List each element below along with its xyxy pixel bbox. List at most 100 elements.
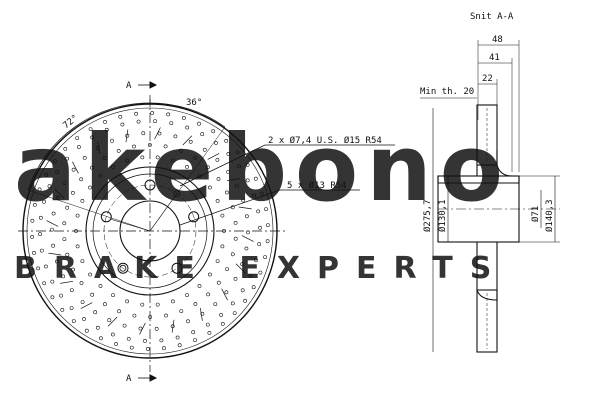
drill-hole — [157, 131, 162, 136]
drill-hole — [185, 293, 189, 298]
drill-hole — [75, 213, 80, 218]
drill-hole — [211, 129, 216, 134]
dim-275-label: Ø275,7 — [422, 199, 433, 232]
cooling-slot — [171, 319, 175, 333]
drill-hole — [256, 209, 261, 214]
drill-hole — [161, 346, 166, 351]
bolt-hole — [100, 211, 112, 223]
bolt-hole — [144, 179, 156, 191]
small-hole-upper — [173, 190, 181, 198]
drill-hole — [207, 185, 212, 190]
angle-36-arc — [149, 102, 226, 128]
drill-hole — [84, 328, 89, 333]
drill-hole — [36, 266, 41, 271]
drill-hole — [246, 230, 250, 235]
drill-hole — [122, 323, 127, 328]
drill-hole — [90, 135, 95, 140]
drill-hole — [230, 252, 235, 257]
drill-hole — [50, 295, 55, 300]
drill-hole — [114, 342, 119, 346]
drill-hole — [225, 267, 230, 272]
drill-hole — [147, 143, 152, 147]
drill-hole — [111, 164, 115, 169]
drill-hole — [243, 298, 248, 303]
drill-hole — [233, 276, 238, 281]
cooling-slot — [60, 280, 74, 284]
drill-hole — [63, 146, 68, 151]
drill-hole — [216, 280, 221, 285]
drill-hole — [202, 147, 207, 152]
bolt-hole — [188, 211, 200, 223]
drill-hole — [79, 281, 84, 285]
drill-hole — [62, 221, 67, 226]
cooling-slot — [207, 153, 220, 160]
section-view: Snit A-A 48 41 22 Min th. 20 Ø275,7 Ø130… — [420, 12, 560, 353]
drill-hole — [42, 281, 47, 286]
drill-hole — [74, 229, 78, 233]
drill-hole — [265, 239, 270, 244]
drill-hole — [51, 211, 56, 216]
dim-41-label: 41 — [489, 53, 500, 63]
drill-hole — [159, 338, 164, 343]
cooling-slot — [241, 235, 254, 242]
drill-hole — [244, 214, 249, 219]
hat-outer-edge — [85, 166, 215, 296]
watermark-tagline: BRAKE EXPERTS — [14, 251, 508, 286]
drill-hole — [245, 162, 250, 167]
angle-36-label: 36° — [186, 98, 202, 108]
watermark: akebono BRAKE EXPERTS — [14, 115, 508, 286]
drill-hole — [226, 151, 231, 156]
hat-step — [92, 173, 208, 289]
drill-hole — [193, 302, 198, 306]
drill-hole — [259, 191, 264, 196]
cooling-slot — [235, 263, 246, 274]
drill-hole — [215, 198, 220, 203]
drill-hole — [38, 232, 42, 237]
drill-hole — [80, 300, 85, 305]
drill-hole — [102, 156, 107, 160]
drill-hole — [265, 223, 270, 228]
section-marker-top: A — [126, 81, 132, 91]
drill-hole — [200, 132, 205, 137]
center-bore — [119, 200, 181, 262]
drill-hole — [235, 150, 240, 155]
drill-hole — [241, 198, 246, 203]
drill-hole — [126, 336, 131, 341]
drill-hole — [107, 318, 112, 323]
drill-hole — [140, 155, 145, 160]
drill-hole — [132, 144, 136, 149]
callout-leader-small — [179, 144, 395, 187]
drill-hole — [240, 288, 245, 293]
drill-hole — [150, 111, 155, 115]
drill-hole — [103, 120, 107, 124]
disc-outer-edge-inner — [26, 107, 274, 355]
drill-hole — [185, 125, 190, 130]
drill-hole — [69, 306, 74, 311]
drill-hole — [55, 259, 59, 264]
drill-hole — [224, 290, 229, 295]
drill-hole — [88, 185, 93, 190]
drill-hole — [258, 270, 263, 275]
drill-hole — [75, 244, 80, 249]
drill-hole — [213, 302, 218, 307]
drill-hole — [51, 243, 56, 248]
drill-hole — [154, 326, 159, 331]
angle-72-arc — [27, 102, 151, 191]
drill-hole — [224, 190, 229, 195]
drill-hole — [33, 202, 37, 207]
cooling-slot — [139, 322, 146, 335]
drill-hole — [193, 338, 197, 343]
drill-hole — [220, 213, 225, 218]
drill-hole — [179, 309, 184, 314]
drill-hole — [53, 159, 57, 164]
drill-hole — [98, 284, 103, 288]
callout-bolt-holes: 5 x Ø13 R54 — [287, 180, 347, 191]
drill-hole — [77, 145, 81, 149]
drill-hole — [240, 262, 245, 267]
drill-hole — [175, 335, 180, 340]
drill-hole — [185, 164, 189, 169]
drill-hole — [116, 148, 121, 153]
drill-hole — [215, 259, 220, 264]
